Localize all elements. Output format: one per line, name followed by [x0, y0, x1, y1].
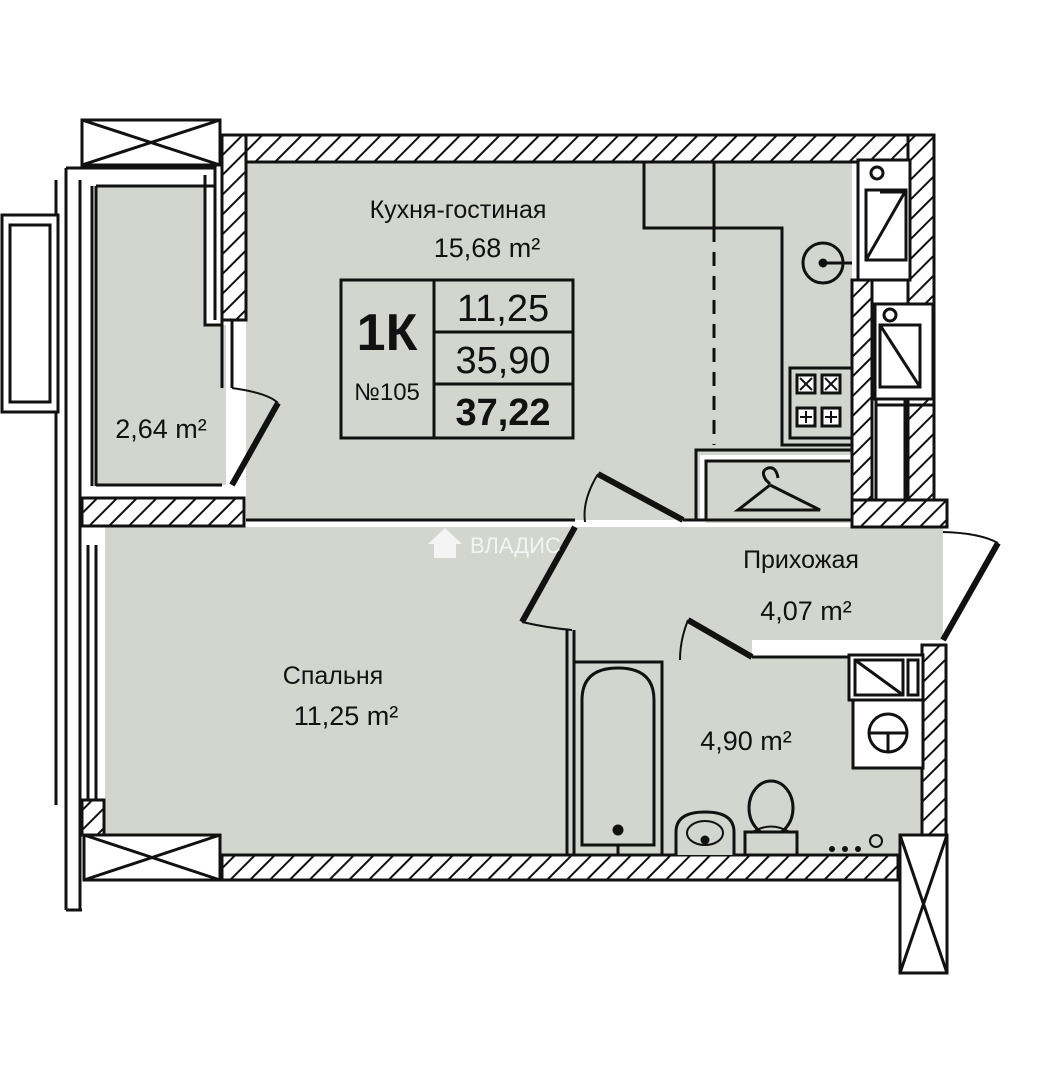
wall-left-upper: [220, 133, 248, 322]
sink-icon: [801, 241, 852, 285]
balcony-floor: [96, 186, 226, 485]
hallway-name: Прихожая: [743, 546, 859, 574]
window-top-left: [80, 118, 222, 167]
walls: [80, 133, 949, 882]
doors: [229, 387, 1001, 661]
hanger-icon: [733, 466, 821, 512]
watermark-text: ВЛАДИС: [470, 533, 561, 558]
washing-machine-icon: [847, 653, 925, 770]
toilet-icon: [743, 779, 799, 857]
door-kitchen: [583, 471, 685, 523]
washbasin-icon: [674, 810, 736, 855]
wall-left-lower: [80, 798, 106, 837]
bathroom-dots-icon: [829, 846, 861, 852]
balcony-frame: [54, 166, 222, 912]
wall-right-lower: [920, 643, 948, 837]
ventilation-icon: [873, 302, 935, 500]
bathtub-icon: [572, 660, 664, 857]
window-blocks: [80, 118, 949, 975]
total-with-balcony-value: 37,22: [455, 392, 550, 434]
bedroom-name: Спальня: [283, 662, 383, 690]
wall-right-inner: [850, 278, 874, 522]
apartment-number: №105: [354, 379, 420, 406]
side-window: [0, 213, 60, 414]
apartment-type: 1К: [357, 304, 418, 362]
wall-bottom: [220, 853, 900, 882]
partitions: [203, 162, 922, 855]
room-labels: Кухня-гостиная 15,68 m² 2,64 m² Спальня …: [115, 196, 859, 756]
hallway-area: 4,07 m²: [760, 596, 852, 626]
fixtures: [572, 158, 935, 857]
wall-mid-right: [850, 498, 949, 529]
wall-top: [220, 133, 936, 164]
watermark: ВЛАДИС: [428, 528, 561, 558]
window-bottom-left: [82, 833, 222, 882]
door-entrance: [940, 531, 1001, 642]
door-bedroom: [519, 525, 578, 631]
door-balcony: [229, 387, 281, 487]
apartment-badge: 1К №105 11,25 35,90 37,22: [339, 278, 575, 440]
house-icon: [428, 528, 462, 558]
kitchen-living-floor: [246, 162, 852, 520]
drain-icon: [869, 834, 883, 848]
bedroom-floor: [105, 527, 570, 855]
bedroom-area: 11,25 m²: [294, 701, 399, 731]
kitchen-living-name: Кухня-гостиная: [370, 196, 547, 224]
bathroom-area: 4,90 m²: [700, 726, 792, 756]
total-area-value: 35,90: [455, 340, 550, 382]
balcony-area: 2,64 m²: [115, 414, 207, 444]
stove-icon: [788, 366, 854, 440]
door-bathroom: [679, 617, 754, 661]
living-area-value: 11,25: [457, 288, 549, 330]
hallway-floor: [570, 527, 943, 657]
wardrobe-floor: [706, 461, 850, 523]
fridge-icon: [856, 158, 912, 282]
wall-mid-left: [80, 496, 246, 528]
window-bottom-right: [898, 833, 949, 975]
kitchen-living-area: 15,68 m²: [434, 233, 541, 263]
